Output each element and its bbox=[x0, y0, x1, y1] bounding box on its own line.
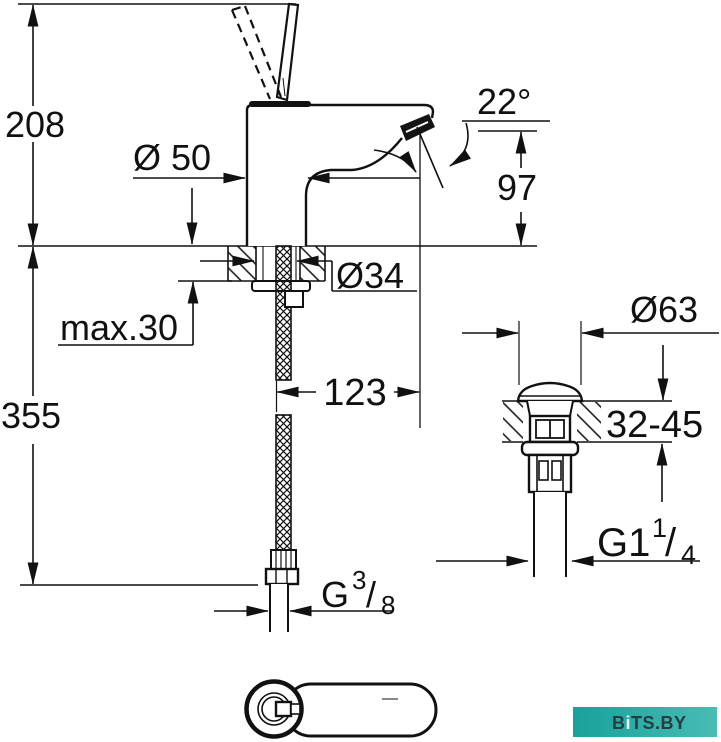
dim-label-base-diameter: Ø 50 bbox=[133, 137, 211, 178]
threaded-shank-hose-upper bbox=[275, 245, 292, 381]
lever-upright bbox=[275, 2, 300, 102]
drain-washer bbox=[520, 440, 580, 457]
counter-hatch-right bbox=[300, 246, 325, 281]
drain-thread-sup: 1 bbox=[652, 513, 667, 543]
drain-lock-nut bbox=[527, 453, 573, 494]
lever-handle bbox=[230, 2, 300, 102]
handle-hub-outer bbox=[244, 679, 304, 739]
drain-cap-dome bbox=[516, 381, 584, 403]
counter-hatch-left bbox=[228, 246, 256, 281]
hose-union-nut bbox=[264, 567, 300, 586]
dim-label-spray-angle: 22° bbox=[477, 81, 531, 122]
watermark-text: BiTS.BY bbox=[612, 713, 687, 733]
supply-thread-sub: 8 bbox=[381, 590, 395, 620]
dimension-labels: 208 355 Ø 50 22° 97 max.30 Ø34 123 Ø63 3… bbox=[1, 81, 703, 620]
handle-hub-key bbox=[274, 700, 293, 718]
dim-label-supply-thread: G 3 / 8 bbox=[321, 565, 395, 620]
supply-thread-tube bbox=[269, 584, 289, 632]
supply-thread-base: G bbox=[321, 574, 349, 615]
supply-thread-sup: 3 bbox=[352, 565, 366, 595]
watermark-part-i: i bbox=[626, 713, 632, 733]
swivel-arc-left bbox=[373, 149, 417, 173]
faucet-body bbox=[245, 101, 435, 246]
dim-label-drain-thread: G1 1 / 4 bbox=[597, 513, 696, 570]
watermark-background bbox=[573, 707, 717, 737]
swivel-arc-right bbox=[449, 122, 471, 167]
dim-label-hose-length: 355 bbox=[1, 395, 61, 436]
drain-assembly bbox=[503, 381, 601, 577]
drain-thread-slash: / bbox=[665, 521, 677, 565]
drain-counter-hatch-right bbox=[577, 402, 601, 441]
drain-neck bbox=[526, 400, 574, 417]
dim-label-outlet-height: 97 bbox=[497, 167, 537, 208]
dim-label-overall-height: 208 bbox=[5, 104, 65, 145]
watermark-part-rest: TS.BY bbox=[631, 713, 687, 733]
dim-label-drain-cap-diameter: Ø63 bbox=[630, 289, 698, 330]
faucet-body-fill bbox=[247, 106, 430, 246]
lever-tilted-dashed bbox=[230, 4, 283, 100]
handle-top-view bbox=[244, 679, 438, 739]
drain-tailpipe bbox=[533, 492, 567, 577]
hose-crimp bbox=[270, 549, 297, 570]
spray-angle-line bbox=[416, 126, 444, 189]
dim-label-deck-max: max.30 bbox=[60, 307, 178, 348]
drain-thread-sub: 4 bbox=[681, 540, 696, 570]
watermark-badge: BiTS.BY bbox=[573, 707, 717, 737]
watermark-part-b: B bbox=[612, 713, 626, 733]
mounting-nut bbox=[284, 290, 304, 308]
dim-label-spout-reach: 123 bbox=[323, 372, 386, 414]
dim-label-drain-deck-range: 32-45 bbox=[606, 404, 703, 446]
drain-counter-hatch-left bbox=[503, 402, 523, 441]
dimension-lines bbox=[27, 4, 719, 617]
faucet-outline bbox=[245, 103, 435, 246]
spout-underside bbox=[304, 137, 403, 246]
braided-hose-lower bbox=[275, 414, 292, 551]
lever-edge-line bbox=[282, 77, 286, 97]
lever-arm-top-view bbox=[283, 682, 438, 738]
supply-hose-assembly bbox=[251, 245, 311, 632]
handle-hub-key-small bbox=[290, 703, 301, 715]
drain-thread-base: G1 bbox=[597, 521, 650, 565]
dim-label-hole-diameter: Ø34 bbox=[336, 255, 404, 296]
supply-thread-slash: / bbox=[366, 574, 376, 615]
